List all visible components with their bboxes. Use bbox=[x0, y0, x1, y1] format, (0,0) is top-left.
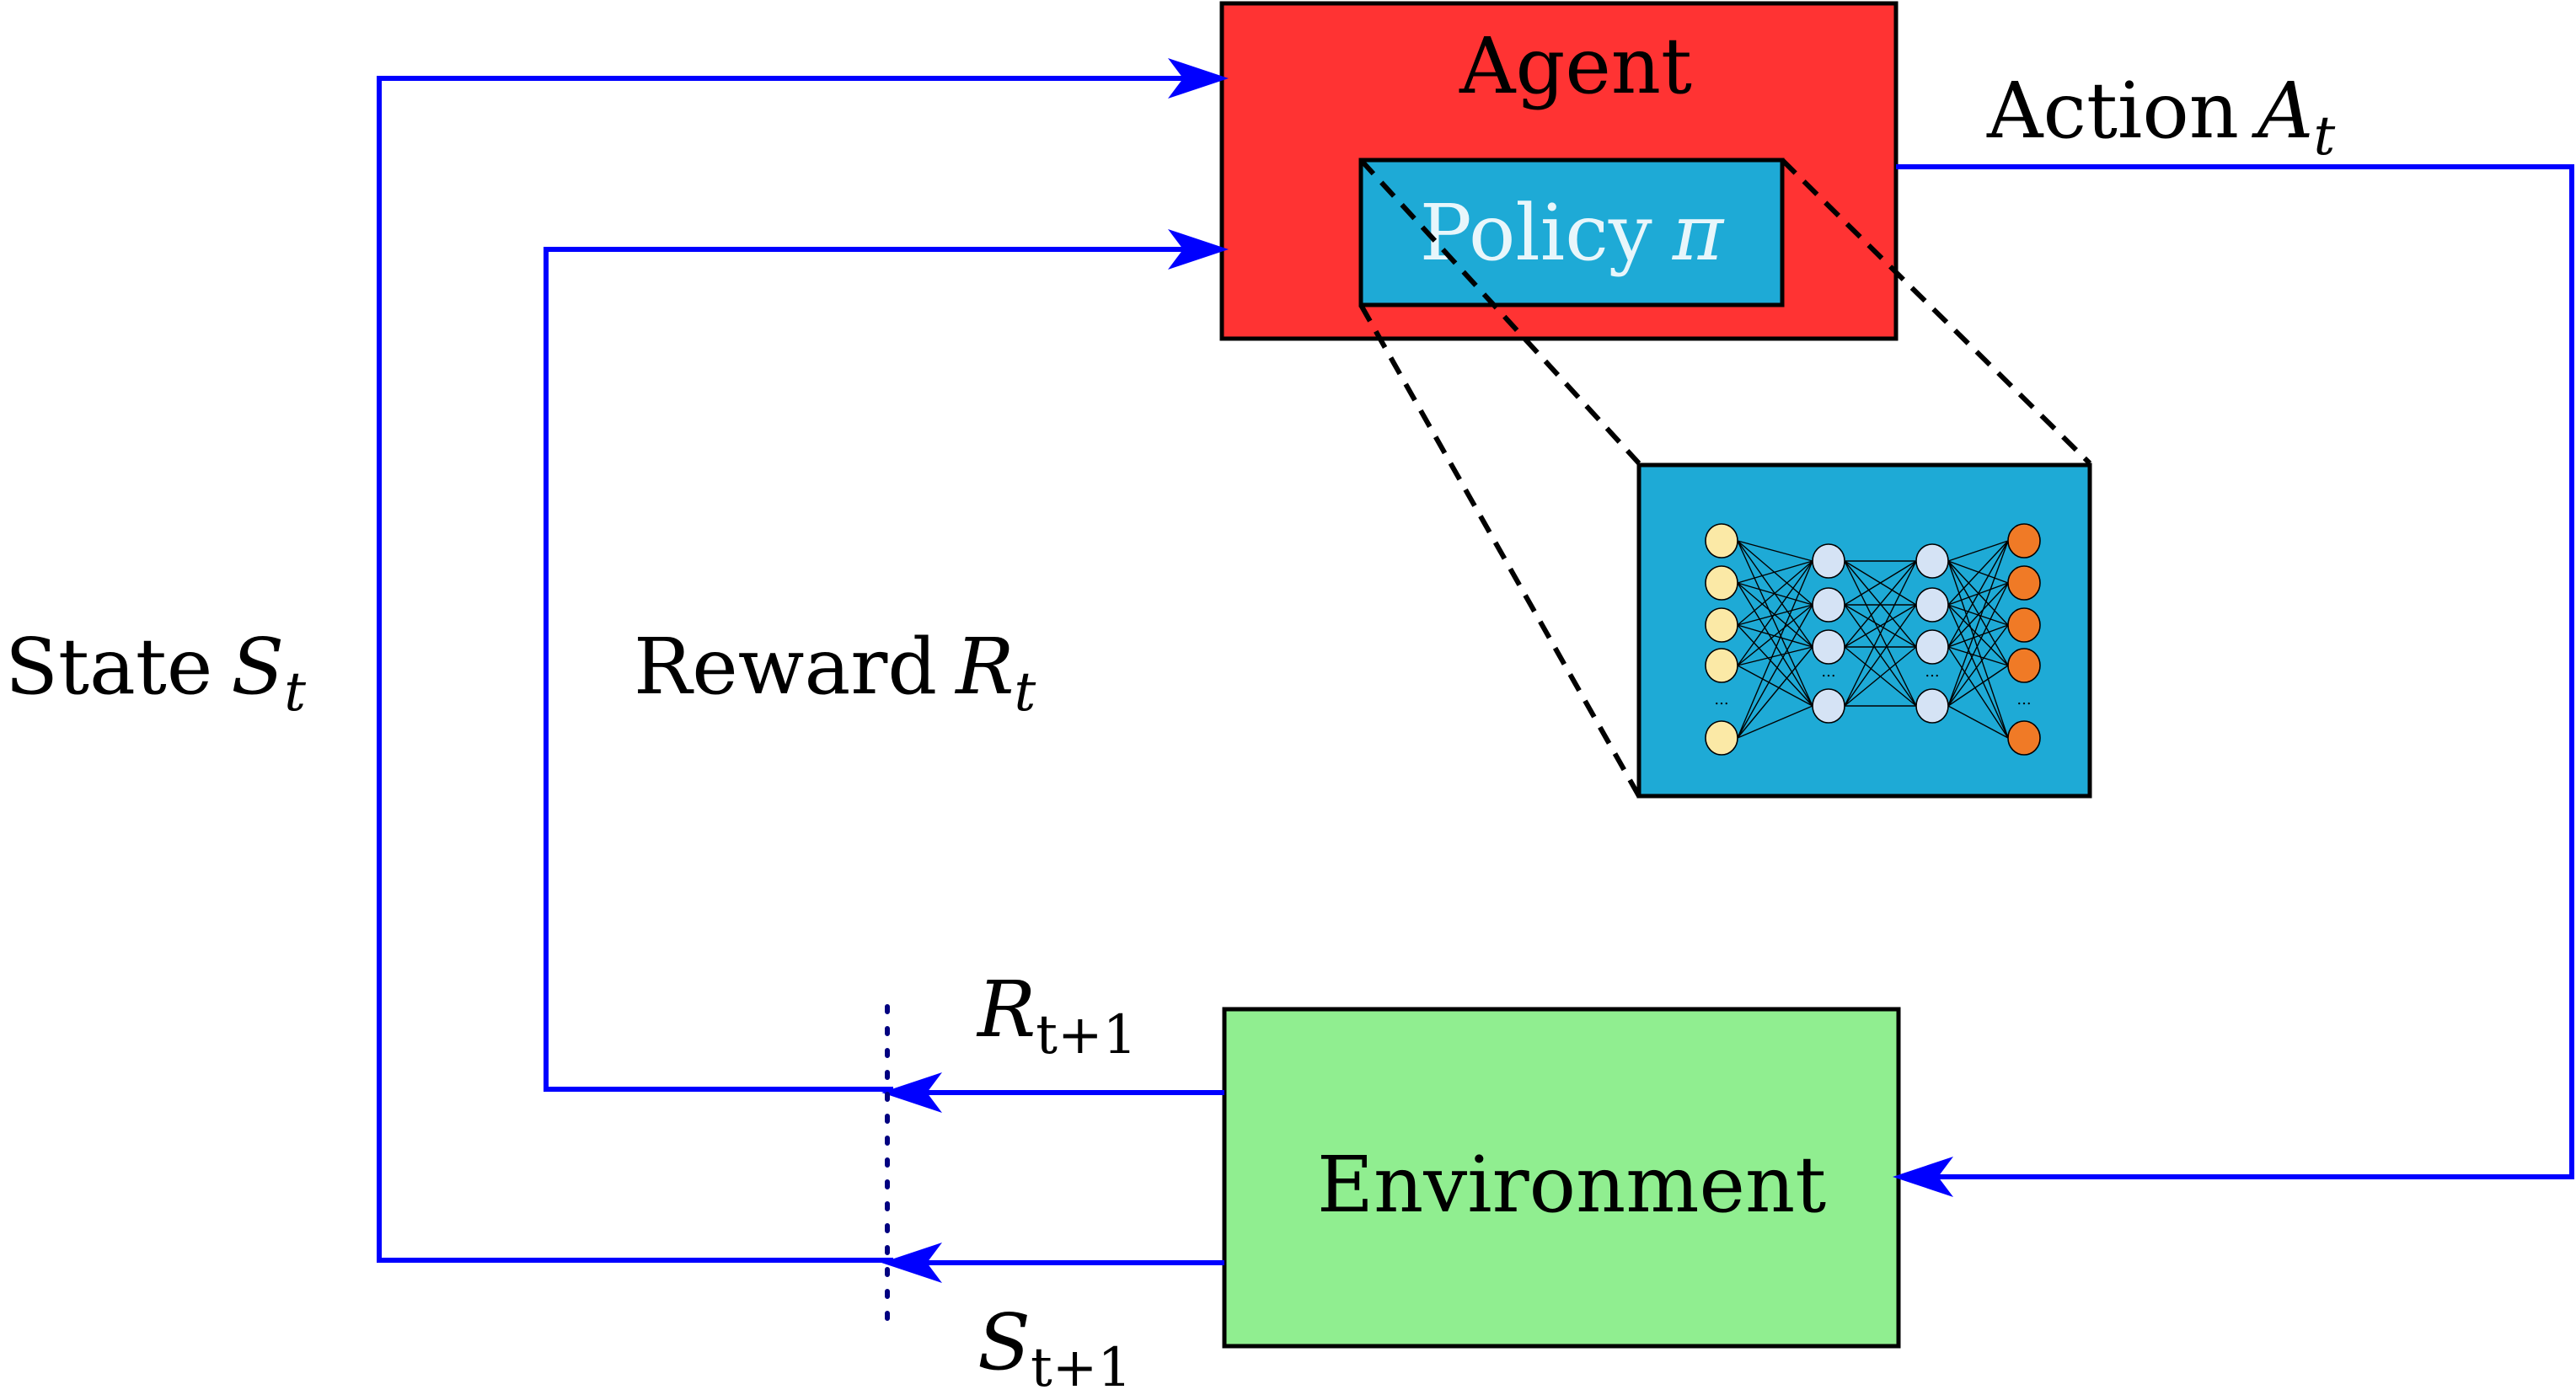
network-edge bbox=[1947, 646, 2009, 739]
hidden-node bbox=[1812, 629, 1845, 665]
environment-box bbox=[1222, 1007, 1901, 1349]
network-edge bbox=[1844, 560, 1917, 707]
input-node bbox=[1705, 648, 1738, 683]
state-symbol: S bbox=[231, 622, 284, 712]
next-reward-label: Rt+1 bbox=[976, 965, 1137, 1066]
network-edge bbox=[1947, 540, 2009, 648]
network-edge bbox=[1947, 705, 2009, 739]
action-symbol: A bbox=[2251, 66, 2313, 156]
hidden-node bbox=[1915, 543, 1949, 579]
network-edge bbox=[1947, 624, 2009, 648]
network-edge bbox=[1947, 624, 2009, 707]
network-edge bbox=[1737, 560, 1813, 584]
network-edge bbox=[1947, 540, 2009, 562]
network-edge bbox=[1737, 560, 1813, 739]
next-state-symbol: S bbox=[977, 1297, 1031, 1387]
hidden-node bbox=[1812, 688, 1845, 724]
reward-subscript: t bbox=[1014, 661, 1036, 724]
agent-label: Agent bbox=[1459, 21, 1692, 111]
network-edge bbox=[1844, 560, 1917, 648]
output-node bbox=[2007, 607, 2041, 643]
network-edge bbox=[1947, 665, 2009, 707]
network-nodes: ............ bbox=[1705, 523, 2041, 756]
input-node bbox=[1705, 523, 1738, 559]
network-edge bbox=[1737, 665, 1813, 707]
network-edge bbox=[1737, 540, 1813, 562]
network-edge bbox=[1844, 646, 1917, 707]
action-subscript: t bbox=[2313, 105, 2335, 168]
policy-symbol: π bbox=[1672, 188, 1725, 278]
environment-label: Environment bbox=[1317, 1140, 1826, 1230]
output-node bbox=[2007, 565, 2041, 601]
network-edge bbox=[1737, 560, 1813, 666]
reward-symbol: R bbox=[954, 622, 1014, 712]
network-edge bbox=[1737, 705, 1813, 739]
input-node bbox=[1705, 720, 1738, 756]
network-edge bbox=[1844, 604, 1917, 648]
input-node bbox=[1705, 565, 1738, 601]
output-node bbox=[2007, 720, 2041, 756]
network-edge bbox=[1947, 540, 2009, 707]
state-arrow bbox=[377, 58, 1229, 1263]
network-edge bbox=[1737, 624, 1813, 707]
action-word: Action bbox=[1986, 66, 2239, 156]
network-edge bbox=[1737, 604, 1813, 666]
action-arrow bbox=[1893, 164, 2574, 1197]
policy-box bbox=[1358, 158, 1785, 307]
network-edge bbox=[1737, 540, 1813, 606]
network-edge bbox=[1737, 560, 1813, 626]
network-edge bbox=[1947, 540, 2009, 606]
hidden-node bbox=[1915, 587, 1949, 623]
network-ellipsis: ... bbox=[2016, 691, 2031, 708]
network-ellipsis: ... bbox=[1714, 691, 1728, 708]
network-ellipsis: ... bbox=[1925, 663, 1939, 681]
network-edge bbox=[1947, 560, 2009, 666]
network-edges bbox=[1737, 540, 2009, 739]
network-edge bbox=[1737, 582, 1813, 606]
output-node bbox=[2007, 523, 2041, 559]
hidden-node bbox=[1915, 629, 1949, 665]
network-edge bbox=[1947, 604, 2009, 739]
network-edge bbox=[1947, 646, 2009, 666]
state-subscript: t bbox=[284, 661, 306, 724]
reward-arrow bbox=[544, 229, 1229, 1092]
state-word: State bbox=[5, 622, 212, 712]
hidden-node bbox=[1812, 543, 1845, 579]
network-edge bbox=[1737, 582, 1813, 707]
network-edge bbox=[1737, 540, 1813, 707]
zoom-line-2 bbox=[1780, 158, 2092, 466]
next-reward-subscript: t+1 bbox=[1036, 1004, 1137, 1066]
network-edge bbox=[1947, 560, 2009, 739]
output-node bbox=[2007, 648, 2041, 683]
network-ellipsis: ... bbox=[1821, 663, 1835, 681]
policy-word: Policy bbox=[1420, 188, 1652, 278]
reward-word: Reward bbox=[634, 622, 937, 712]
next-state-label: St+1 bbox=[977, 1297, 1132, 1395]
network-edge bbox=[1737, 624, 1813, 648]
next-reward-symbol: R bbox=[976, 965, 1036, 1055]
network-edge bbox=[1737, 646, 1813, 739]
zoom-lines bbox=[1358, 158, 2092, 798]
hidden-node bbox=[1812, 587, 1845, 623]
network-edge bbox=[1737, 604, 1813, 739]
zoom-line-3 bbox=[1358, 303, 1641, 798]
input-node bbox=[1705, 607, 1738, 643]
network-edge bbox=[1737, 604, 1813, 626]
hidden-node bbox=[1915, 688, 1949, 724]
network-edge bbox=[1844, 560, 1917, 606]
network-edge bbox=[1947, 604, 2009, 666]
network-edge bbox=[1844, 604, 1917, 707]
zoom-line-1 bbox=[1358, 158, 1641, 466]
network-edge bbox=[1737, 646, 1813, 666]
network-edge bbox=[1947, 582, 2009, 648]
next-state-subscript: t+1 bbox=[1031, 1337, 1132, 1395]
network-edge bbox=[1947, 582, 2009, 707]
